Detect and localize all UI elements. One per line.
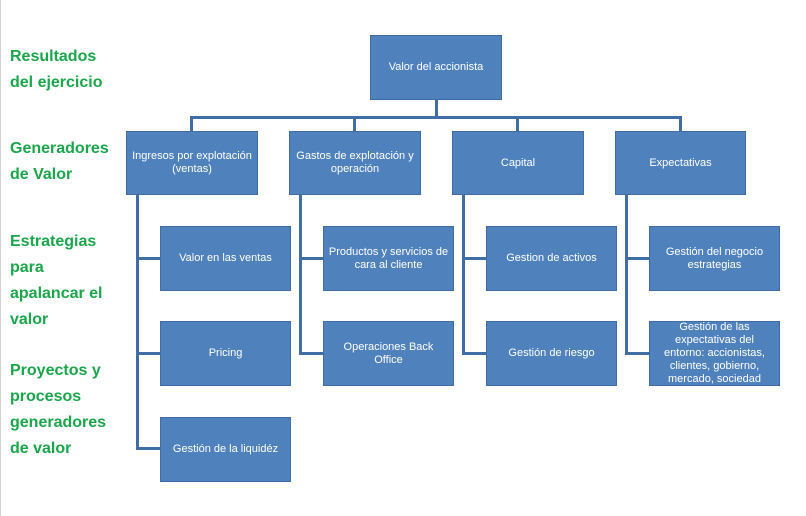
connector-root-down — [435, 99, 438, 117]
child-node-gestion-activos: Gestion de activos — [486, 226, 617, 291]
connector-trunk-capital — [462, 194, 465, 355]
connector-trunk-ingresos — [136, 194, 139, 450]
connector-trunk-gastos — [299, 194, 302, 355]
left-border — [0, 0, 1, 516]
child-node-gestion-expectativas-entorno: Gestión de las expectativas del entorno:… — [649, 321, 780, 386]
connector-branch-ingresos-2 — [136, 352, 160, 355]
child-node-gestion-negocio: Gestión del negocio estrategias — [649, 226, 780, 291]
connector-branch-capital-2 — [462, 352, 486, 355]
generator-node-expectativas: Expectativas — [615, 131, 746, 195]
child-node-productos-servicios: Productos y servicios de cara al cliente — [323, 226, 454, 291]
connector-branch-capital-1 — [462, 257, 486, 260]
level-label-proyectos: Proyectos y procesos generadores de valo… — [10, 362, 107, 457]
connector-branch-gastos-2 — [299, 352, 323, 355]
generator-node-capital: Capital — [452, 131, 584, 195]
generator-node-ingresos: Ingresos por explotación (ventas) — [126, 131, 258, 195]
connector-branch-gastos-1 — [299, 257, 323, 260]
root-node-valor-accionista: Valor del accionista — [370, 35, 502, 100]
connector-branch-ingresos-1 — [136, 257, 160, 260]
connector-drop-gastos — [353, 116, 356, 131]
connector-drop-capital — [516, 116, 519, 131]
level-label-estrategias: Estrategias para apalancar el valor — [10, 233, 103, 328]
connector-generators-bus — [190, 116, 682, 119]
child-node-gestion-riesgo: Gestión de riesgo — [486, 321, 617, 386]
connector-branch-expectativas-1 — [625, 257, 649, 260]
child-node-gestion-liquidez: Gestión de la liquidéz — [160, 417, 291, 482]
connector-branch-expectativas-2 — [625, 352, 649, 355]
level-label-resultados: Resultados del ejercicio — [10, 48, 103, 91]
child-node-pricing: Pricing — [160, 321, 291, 386]
level-label-generadores: Generadores de Valor — [10, 140, 109, 183]
connector-trunk-expectativas — [625, 194, 628, 355]
connector-drop-ingresos — [190, 116, 193, 131]
connector-drop-expectativas — [679, 116, 682, 131]
child-node-operaciones-back-office: Operaciones Back Office — [323, 321, 454, 386]
generator-node-gastos: Gastos de explotación y operación — [289, 131, 421, 195]
child-node-valor-ventas: Valor en las ventas — [160, 226, 291, 291]
connector-branch-ingresos-3 — [136, 447, 160, 450]
